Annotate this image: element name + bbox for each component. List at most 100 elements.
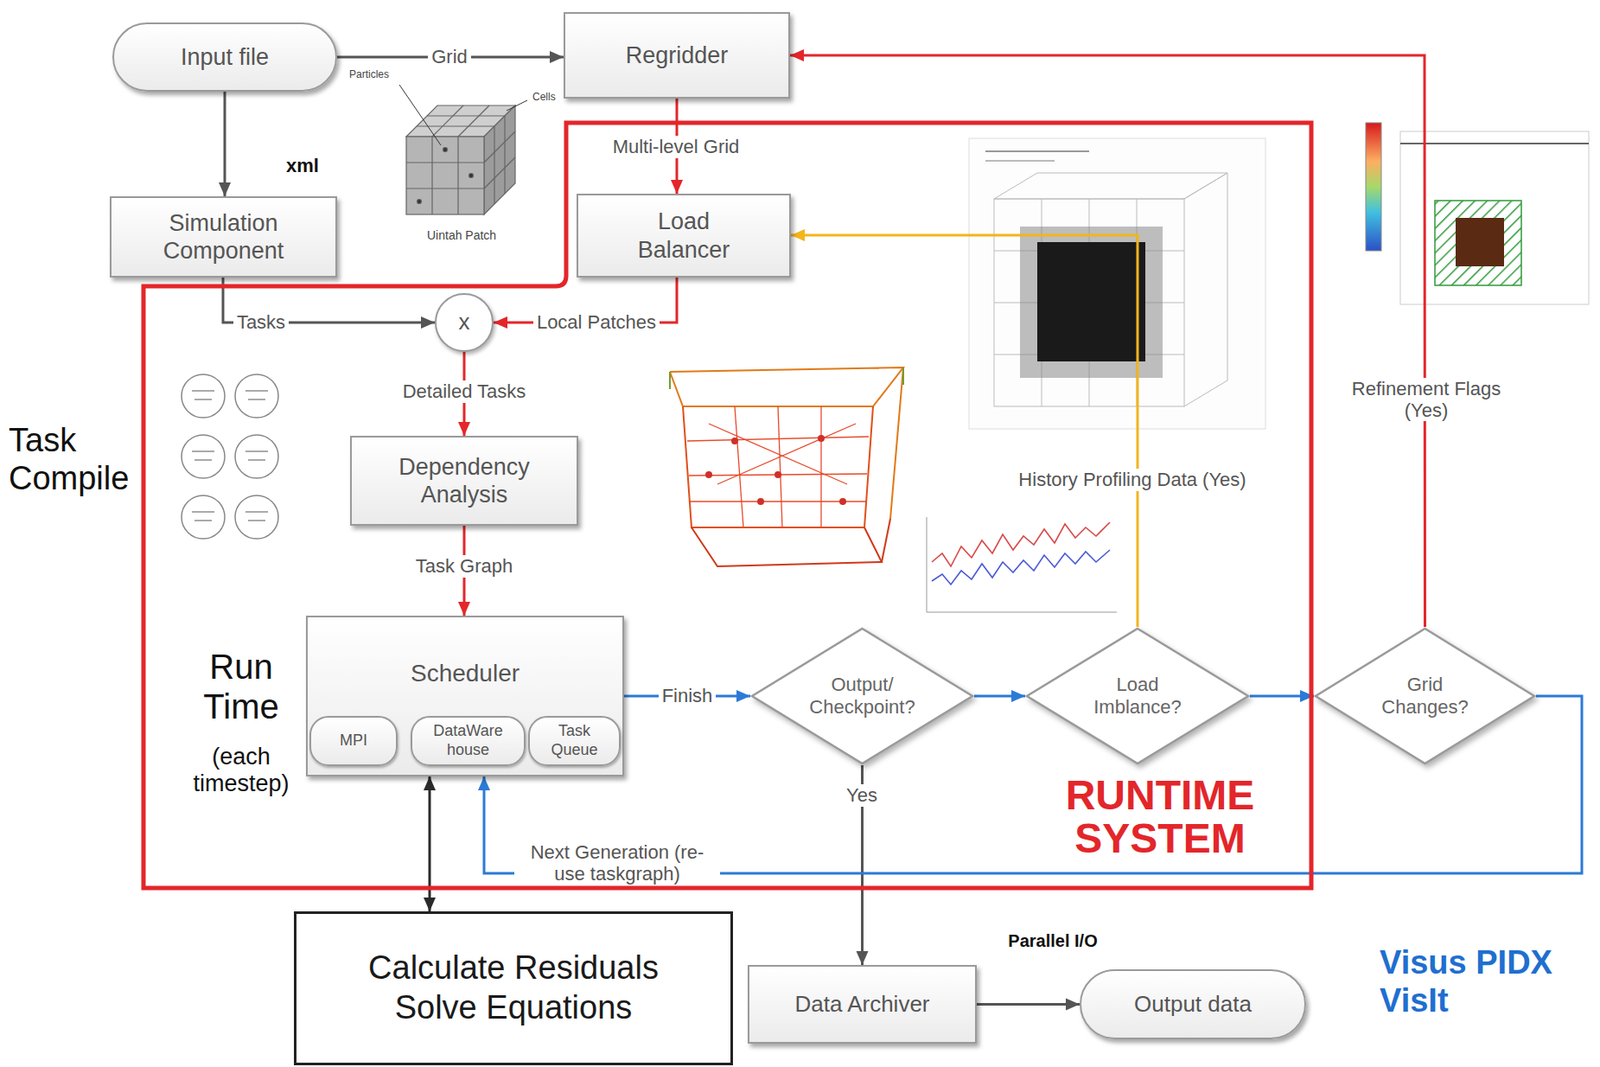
mesh-picture-part-part (994, 172, 1228, 199)
patch-cube-part (503, 115, 505, 194)
task-graph-picture-part-part (757, 497, 765, 505)
arrow-head (1065, 998, 1080, 1011)
connector-line (428, 776, 432, 912)
task-graph-picture-part (890, 367, 904, 519)
arrow-head (856, 950, 869, 965)
process-box: Load Balancer (576, 193, 791, 278)
annotation-label: Visus PIDX VisIt (1376, 943, 1595, 1020)
component-pill: Task Queue (528, 715, 621, 766)
patch-cube-part (431, 136, 433, 215)
patch-cube-part (406, 187, 485, 189)
task-graph-picture-part (669, 371, 671, 389)
arrow-head (790, 229, 805, 242)
refinement-plot-part (1400, 131, 1589, 305)
mesh-picture-part (985, 150, 1090, 153)
task-icons-part-part (245, 389, 268, 392)
edge-label: Local Patches (533, 311, 660, 333)
edge-label: History Profiling Data (Yes) (1012, 468, 1253, 491)
node-text: Input file (180, 43, 269, 71)
task-icons-part-part (194, 519, 212, 522)
task-icons-part (181, 374, 225, 418)
task-icons-part-part (248, 398, 266, 401)
node-text: Output data (1134, 990, 1252, 1018)
task-graph-picture-part-part (734, 406, 744, 528)
mesh-picture-part (1037, 242, 1146, 362)
mesh-picture (968, 138, 1266, 429)
task-graph-picture-part (682, 406, 874, 528)
patch-cube-part (406, 161, 485, 163)
edge-label: Detailed Tasks (399, 380, 530, 402)
arrow-head (1011, 689, 1026, 702)
task-icons-part-part (245, 450, 268, 453)
output-terminal: Output data (1079, 968, 1307, 1040)
task-icons-part-part (191, 510, 215, 513)
node-text: Simulation Component (124, 209, 324, 266)
decision-diamond: Grid Changes? (1313, 626, 1537, 765)
connector (976, 998, 1080, 1011)
connector-line (223, 91, 227, 197)
task-graph-picture-part (705, 434, 847, 505)
patch-cube-part (484, 131, 516, 163)
edge-label: Task Graph (412, 554, 517, 577)
process-box: Regridder (563, 12, 791, 99)
patch-cube-part (458, 105, 490, 137)
arrow-head (478, 776, 491, 791)
task-graph-picture-part-part (839, 497, 847, 505)
annotation-label: (each timestep) (168, 743, 314, 797)
refinement-plot-part (1365, 122, 1382, 251)
patch-cube-part (457, 136, 459, 215)
task-icons-part (235, 374, 279, 418)
history-plot-part (926, 611, 1117, 613)
arrow-head (458, 421, 471, 436)
edge-label: Next Generation (re-use taskgraph) (514, 841, 721, 886)
connector (1249, 689, 1314, 702)
arrow-head (790, 49, 804, 62)
refinement-plot-part (1400, 142, 1589, 145)
connector (790, 49, 1426, 627)
patch-cube-part (417, 199, 422, 204)
node-text: Load Imblance? (1081, 673, 1194, 720)
input-terminal: Input file (112, 22, 338, 92)
component-pill: MPI (309, 715, 398, 766)
task-icons-part-part (248, 519, 266, 522)
annotation-label: Uintah Patch (423, 228, 500, 243)
patch-cube-part (484, 157, 516, 189)
arrow-head (670, 179, 683, 194)
node-text: Data Archiver (794, 990, 930, 1018)
patch-cube-part (427, 114, 505, 116)
connector-line (790, 55, 1426, 627)
connector (790, 229, 1138, 627)
task-icons-part-part (194, 398, 212, 401)
history-plot-part (926, 516, 928, 612)
edge-label: xml (282, 154, 323, 177)
task-icons-part (181, 495, 225, 539)
task-graph-picture-part-part (731, 437, 739, 445)
arrow-head (736, 689, 751, 702)
mesh-picture-part (968, 138, 1266, 429)
node-text: Scheduler (307, 658, 623, 689)
region-border (143, 122, 1312, 888)
process-box: Simulation Component (109, 196, 338, 278)
component-pill: DataWare house (410, 715, 526, 766)
patch-cube-part (469, 173, 474, 179)
task-graph-picture-part (902, 367, 905, 385)
node-text: RUNTIME SYSTEM (1030, 773, 1290, 861)
task-graph-picture-part (687, 406, 869, 528)
connector-line (976, 1002, 1080, 1006)
node-text: DataWare house (420, 721, 517, 759)
task-graph-picture-part (691, 527, 882, 567)
patch-cube-part (443, 147, 448, 153)
edge-label: Grid (427, 45, 472, 68)
edge-label: Refinement Flags (Yes) (1336, 377, 1517, 422)
task-icons-part-part (191, 450, 215, 453)
diamond-shape (1026, 628, 1249, 764)
history-plot (926, 516, 1117, 612)
history-plot-part (931, 522, 1110, 567)
edge-label: Tasks (233, 311, 289, 333)
connector (423, 776, 436, 912)
node-text: Dependency Analysis (377, 452, 551, 510)
connector-line (790, 235, 1138, 627)
